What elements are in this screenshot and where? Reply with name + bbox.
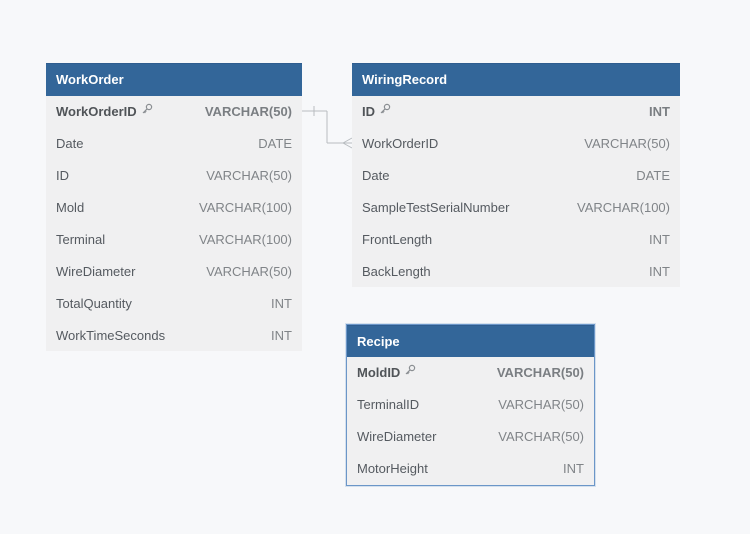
column-type: DATE [636,168,670,183]
column-type: VARCHAR(50) [498,397,584,412]
column-type: VARCHAR(50) [204,104,292,119]
column-name: WorkTimeSeconds [56,328,166,343]
column-name: WireDiameter [357,429,437,444]
column-name: MoldID [357,357,416,389]
column-type: INT [649,104,670,119]
column-row[interactable]: WireDiameter VARCHAR(50) [46,256,302,288]
column-row[interactable]: TotalQuantity INT [46,288,302,320]
column-row[interactable]: MoldID VARCHAR(50) [347,357,594,389]
entity-wiringrecord[interactable]: WiringRecord ID INT WorkOrderID VARCHAR(50)… [352,63,680,287]
entity-title: Recipe [347,325,594,357]
many-marker [342,137,353,144]
key-icon [379,95,391,127]
column-name: Mold [56,200,85,215]
column-name: ID [56,168,69,183]
column-row[interactable]: FrontLength INT [352,224,680,256]
column-name: BackLength [362,264,431,279]
column-name: Date [56,136,84,151]
key-icon [141,95,153,127]
column-row[interactable]: WorkOrderID VARCHAR(50) [46,96,302,128]
column-row[interactable]: TerminalID VARCHAR(50) [347,389,594,421]
column-row[interactable]: Date DATE [352,160,680,192]
column-type: INT [649,232,670,247]
column-type: VARCHAR(50) [206,168,292,183]
entity-title: WorkOrder [46,63,302,96]
column-type: DATE [258,136,292,151]
entity-workorder[interactable]: WorkOrder WorkOrderID VARCHAR(50) Date DATE… [46,63,302,351]
column-type: INT [271,296,292,311]
column-row[interactable]: SampleTestSerialNumber VARCHAR(100) [352,192,680,224]
column-type: VARCHAR(100) [199,200,292,215]
column-type: VARCHAR(50) [584,136,670,151]
column-row[interactable]: BackLength INT [352,256,680,288]
column-row[interactable]: ID VARCHAR(50) [46,160,302,192]
key-icon [404,356,416,388]
column-row[interactable]: Mold VARCHAR(100) [46,192,302,224]
entity-recipe[interactable]: Recipe MoldID VARCHAR(50) TerminalID VARCHA… [346,324,595,486]
column-type: INT [649,264,670,279]
column-name: Terminal [56,232,106,247]
column-type: VARCHAR(100) [199,232,292,247]
column-type: VARCHAR(50) [498,429,584,444]
column-name: TotalQuantity [56,296,132,311]
column-name: SampleTestSerialNumber [362,200,510,215]
column-name: ID [362,96,391,128]
column-type: INT [271,328,292,343]
column-row[interactable]: WorkOrderID VARCHAR(50) [352,128,680,160]
column-row[interactable]: ID INT [352,96,680,128]
column-row[interactable]: WireDiameter VARCHAR(50) [347,421,594,453]
column-row[interactable]: WorkTimeSeconds INT [46,320,302,352]
column-name: WorkOrderID [56,96,153,128]
column-name: MotorHeight [357,461,428,476]
column-name: WorkOrderID [362,136,439,151]
entity-title: WiringRecord [352,63,680,96]
column-type: VARCHAR(50) [496,365,584,380]
column-type: VARCHAR(50) [206,264,292,279]
column-row[interactable]: Date DATE [46,128,302,160]
column-name: FrontLength [362,232,433,247]
column-type: VARCHAR(100) [577,200,670,215]
column-name: TerminalID [357,397,420,412]
many-marker [342,142,353,149]
column-row[interactable]: Terminal VARCHAR(100) [46,224,302,256]
column-row[interactable]: MotorHeight INT [347,453,594,485]
column-name: Date [362,168,390,183]
column-name: WireDiameter [56,264,136,279]
column-type: INT [563,461,584,476]
